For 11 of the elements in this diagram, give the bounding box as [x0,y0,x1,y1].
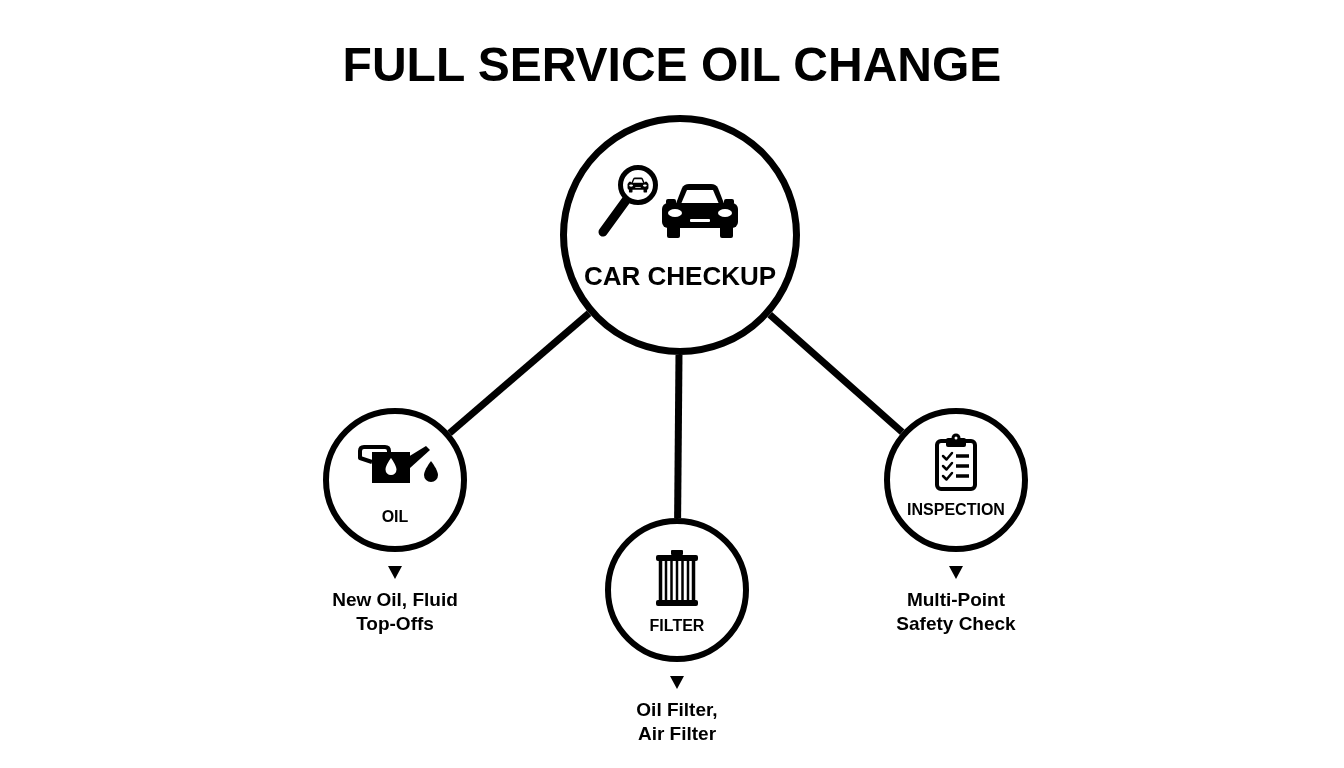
node-label: OIL [381,507,409,527]
description-text: Oil Filter, Air Filter [635,698,719,746]
description-text: Multi-Point Safety Check [895,588,1017,636]
node-label: INSPECTION [907,500,1005,520]
connector-line [447,310,592,436]
node-label: FILTER [649,616,705,636]
connector-line [674,354,683,519]
connector-line [767,312,905,435]
title: FULL SERVICE OIL CHANGE [342,37,1002,93]
description-text: New Oil, Fluid Top-Offs [331,588,459,636]
node-label: CAR CHECKUP [583,261,777,291]
